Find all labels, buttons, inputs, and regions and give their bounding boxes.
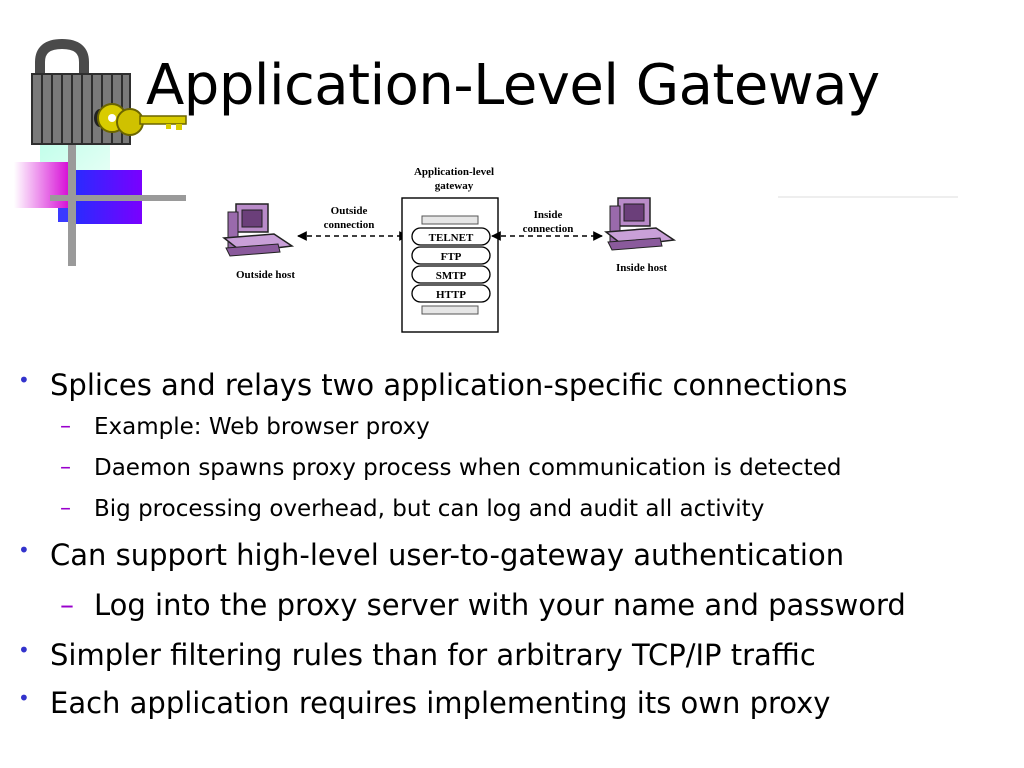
svg-text:SMTP: SMTP bbox=[436, 270, 467, 282]
dash-marker: – bbox=[60, 496, 71, 521]
protocol-telnet: TELNET bbox=[411, 227, 491, 246]
svg-text:FTP: FTP bbox=[441, 251, 462, 263]
svg-text:HTTP: HTTP bbox=[436, 289, 466, 301]
dash-marker: – bbox=[60, 455, 71, 480]
dash-marker: – bbox=[60, 414, 71, 439]
bullet-text: Can support high-level user-to-gateway a… bbox=[50, 538, 845, 572]
gateway-label-2: gateway bbox=[435, 180, 474, 192]
inside-host-label: Inside host bbox=[616, 262, 667, 274]
outside-host-label: Outside host bbox=[236, 269, 295, 281]
protocol-smtp: SMTP bbox=[411, 265, 491, 284]
svg-text:TELNET: TELNET bbox=[429, 232, 474, 244]
dash-marker: – bbox=[60, 588, 74, 621]
protocol-http: HTTP bbox=[411, 284, 491, 303]
inside-connection-label-2: connection bbox=[523, 223, 574, 235]
outside-host-computer-icon bbox=[222, 203, 295, 257]
padlock-decoration bbox=[14, 38, 187, 266]
gateway-diagram: Outside host Outside connection Applicat… bbox=[222, 166, 677, 333]
outside-connection-label-2: connection bbox=[324, 219, 375, 231]
bullet-text: Simpler filtering rules than for arbitra… bbox=[50, 638, 816, 672]
sub-bullet-text: Log into the proxy server with your name… bbox=[94, 588, 906, 622]
keys-icon bbox=[97, 103, 187, 136]
bullet-text: Splices and relays two application-speci… bbox=[50, 368, 848, 402]
bullet-marker: • bbox=[18, 686, 30, 710]
bullet-marker: • bbox=[18, 638, 30, 662]
outside-connection-label-1: Outside bbox=[331, 205, 368, 217]
gateway-label-1: Application-level bbox=[414, 166, 494, 178]
sub-bullet-text: Big processing overhead, but can log and… bbox=[94, 496, 765, 522]
sub-bullet-text: Example: Web browser proxy bbox=[94, 414, 430, 440]
slide-title: Application-Level Gateway bbox=[146, 53, 880, 118]
bullet-marker: • bbox=[18, 368, 30, 392]
divider-line bbox=[778, 196, 958, 198]
sub-bullet-text: Daemon spawns proxy process when communi… bbox=[94, 455, 842, 481]
inside-host-computer-icon bbox=[604, 197, 677, 251]
protocol-ftp: FTP bbox=[411, 246, 491, 265]
inside-connection-label-1: Inside bbox=[534, 209, 563, 221]
bullet-text: Each application requires implementing i… bbox=[50, 686, 831, 720]
bullet-marker: • bbox=[18, 538, 30, 562]
